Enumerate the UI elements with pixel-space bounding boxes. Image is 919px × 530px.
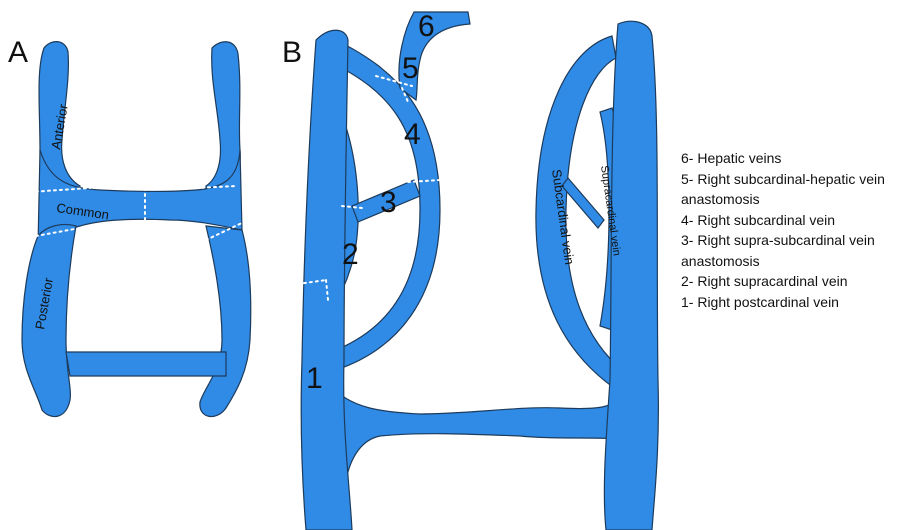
panel-a: A Anterior Common Posterior	[8, 36, 251, 417]
bottom-anastomosis	[318, 385, 624, 480]
label-6: 6	[418, 10, 435, 43]
legend: 6- Hepatic veins 5- Right subcardinal-he…	[681, 148, 913, 312]
posterior-anastomosis	[66, 352, 226, 376]
legend-item: 6- Hepatic veins	[681, 148, 913, 169]
left-postcardinal-vein	[604, 21, 658, 530]
legend-item: 5- Right subcardinal-hepatic vein anasto…	[681, 169, 913, 210]
legend-item: 3- Right supra-subcardinal vein anastomo…	[681, 230, 913, 271]
label-1: 1	[306, 362, 323, 395]
left-posterior-cardinal-vein	[22, 224, 76, 416]
legend-item: 4- Right subcardinal vein	[681, 210, 913, 231]
right-posterior-cardinal-vein	[200, 226, 251, 417]
label-4: 4	[404, 118, 421, 151]
label-5: 5	[402, 52, 419, 85]
label-3: 3	[380, 186, 397, 219]
panel-b: B 6 5 4 3 2 1 Subcardinal vein Supracard…	[282, 10, 658, 530]
legend-item: 2- Right supracardinal vein	[681, 271, 913, 292]
legend-item: 1- Right postcardinal vein	[681, 292, 913, 313]
label-2: 2	[342, 238, 359, 271]
panel-a-letter: A	[8, 36, 28, 69]
panel-b-letter: B	[282, 36, 302, 69]
